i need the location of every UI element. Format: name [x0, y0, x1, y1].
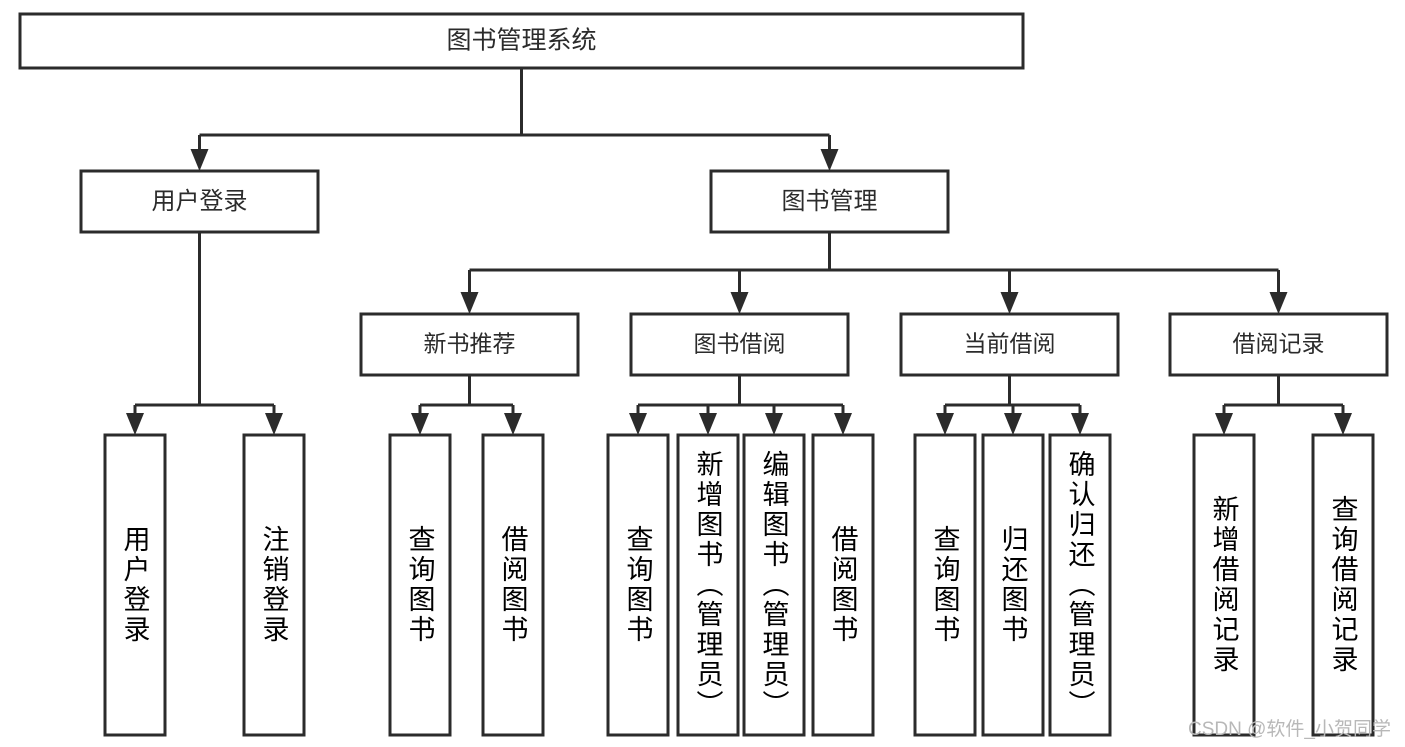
leaf-leaf-add-book-admin[interactable]: 新增图书（管理员）	[676, 433, 740, 737]
node-current-borrow-label: 当前借阅	[964, 331, 1056, 357]
arrow-head-icon	[1000, 292, 1019, 314]
node-book-borrow-rect	[629, 312, 850, 377]
node-borrow-record[interactable]: 借阅记录	[1168, 312, 1389, 377]
leaf-leaf-user-logout-label-wrap: 注销登录	[258, 525, 289, 645]
arrow-head-icon	[765, 413, 783, 435]
leaf-leaf-borrow-book-rec-label-wrap: 借阅图书	[497, 525, 528, 645]
leaf-leaf-add-book-admin-label-wrap: 新增图书（管理员）	[692, 450, 723, 720]
node-root-rect	[18, 12, 1025, 70]
leaf-leaf-return-book-label-wrap: 归还图书	[997, 525, 1028, 645]
leaf-leaf-user-logout-rect	[242, 433, 306, 737]
node-root-label: 图书管理系统	[446, 27, 596, 55]
leaf-leaf-query-borrow-record[interactable]: 查询借阅记录	[1311, 433, 1375, 737]
arrow-head-icon	[629, 413, 647, 435]
node-user-login[interactable]: 用户登录	[79, 169, 320, 234]
arrow-head-icon	[1071, 413, 1089, 435]
arrow-head-icon	[1334, 413, 1352, 435]
leaf-leaf-borrow-book-rec-label: 借阅图书	[497, 525, 528, 645]
leaf-leaf-user-login-rect	[103, 433, 167, 737]
leaf-leaf-user-logout[interactable]: 注销登录	[242, 433, 306, 737]
leaf-leaf-user-login-label: 用户登录	[119, 525, 150, 645]
leaf-leaf-query-book-current-label-wrap: 查询图书	[929, 525, 960, 645]
leaf-leaf-confirm-return[interactable]: 确认归还（管理员）	[1048, 433, 1112, 737]
leaf-leaf-query-book-rec-label: 查询图书	[404, 525, 435, 645]
leaf-leaf-confirm-return-label: 确认归还（管理员）	[1064, 450, 1095, 720]
leaf-leaf-query-borrow-record-label: 查询借阅记录	[1327, 495, 1358, 675]
leaf-leaf-query-book-borrow-rect	[606, 433, 670, 737]
leaf-leaf-query-borrow-record-label-wrap: 查询借阅记录	[1327, 495, 1358, 675]
leaf-leaf-borrow-book[interactable]: 借阅图书	[811, 433, 875, 737]
leaf-leaf-edit-book-admin[interactable]: 编辑图书（管理员）	[742, 433, 806, 737]
node-user-login-label: 用户登录	[152, 188, 248, 215]
leaf-leaf-confirm-return-rect	[1048, 433, 1112, 737]
leaf-leaf-borrow-book-rec[interactable]: 借阅图书	[481, 433, 545, 737]
leaf-leaf-borrow-book-rect	[811, 433, 875, 737]
leaf-leaf-confirm-return-label-wrap: 确认归还（管理员）	[1064, 450, 1095, 720]
leaf-leaf-return-book-rect	[981, 433, 1045, 737]
node-new-book-recommend-rect	[359, 312, 580, 377]
node-user-login-rect	[79, 169, 320, 234]
leaf-leaf-add-book-admin-label: 新增图书（管理员）	[692, 450, 723, 720]
node-book-borrow-label: 图书借阅	[694, 331, 786, 357]
arrow-head-icon	[730, 292, 749, 314]
node-current-borrow[interactable]: 当前借阅	[899, 312, 1120, 377]
leaf-leaf-query-borrow-record-rect	[1311, 433, 1375, 737]
leaf-leaf-query-book-rec-label-wrap: 查询图书	[404, 525, 435, 645]
arrow-head-icon	[936, 413, 954, 435]
arrow-head-icon	[190, 149, 209, 171]
arrow-head-icon	[1215, 413, 1233, 435]
leaf-leaf-add-borrow-record[interactable]: 新增借阅记录	[1192, 433, 1256, 737]
leaf-leaf-add-borrow-record-label-wrap: 新增借阅记录	[1208, 495, 1239, 675]
leaf-leaf-borrow-book-rec-rect	[481, 433, 545, 737]
arrow-head-icon	[126, 413, 144, 435]
leaf-leaf-return-book[interactable]: 归还图书	[981, 433, 1045, 737]
leaf-leaf-return-book-label: 归还图书	[997, 525, 1028, 645]
leaf-leaf-add-book-admin-rect	[676, 433, 740, 737]
arrow-head-icon	[460, 292, 479, 314]
leaf-leaf-query-book-rec-rect	[388, 433, 452, 737]
node-borrow-record-label: 借阅记录	[1233, 331, 1325, 357]
leaf-leaf-add-borrow-record-rect	[1192, 433, 1256, 737]
leaf-leaf-query-book-borrow[interactable]: 查询图书	[606, 433, 670, 737]
leaf-leaf-query-book-current-label: 查询图书	[929, 525, 960, 645]
node-book-manage-label: 图书管理	[782, 188, 878, 215]
leaf-leaf-query-book-current[interactable]: 查询图书	[913, 433, 977, 737]
node-book-borrow[interactable]: 图书借阅	[629, 312, 850, 377]
leaf-leaf-edit-book-admin-rect	[742, 433, 806, 737]
connector-layer	[126, 68, 1352, 435]
arrow-head-icon	[1004, 413, 1022, 435]
node-borrow-record-rect	[1168, 312, 1389, 377]
leaf-leaf-user-login-label-wrap: 用户登录	[119, 525, 150, 645]
arrow-head-icon	[411, 413, 429, 435]
arrow-head-icon	[699, 413, 717, 435]
leaf-leaf-edit-book-admin-label-wrap: 编辑图书（管理员）	[758, 450, 789, 720]
leaf-leaf-query-book-rec[interactable]: 查询图书	[388, 433, 452, 737]
arrow-head-icon	[820, 149, 839, 171]
node-current-borrow-rect	[899, 312, 1120, 377]
leaf-leaf-query-book-current-rect	[913, 433, 977, 737]
leaf-leaf-borrow-book-label: 借阅图书	[827, 525, 858, 645]
node-layer: 图书管理系统用户登录图书管理新书推荐图书借阅当前借阅借阅记录用户登录注销登录查询…	[18, 12, 1389, 737]
arrow-head-icon	[265, 413, 283, 435]
node-root[interactable]: 图书管理系统	[18, 12, 1025, 70]
arrow-head-icon	[504, 413, 522, 435]
node-book-manage[interactable]: 图书管理	[709, 169, 950, 234]
leaf-leaf-user-logout-label: 注销登录	[258, 525, 289, 645]
leaf-leaf-query-book-borrow-label: 查询图书	[622, 525, 653, 645]
leaf-leaf-query-book-borrow-label-wrap: 查询图书	[622, 525, 653, 645]
arrow-head-icon	[834, 413, 852, 435]
leaf-leaf-add-borrow-record-label: 新增借阅记录	[1208, 495, 1239, 675]
leaf-leaf-borrow-book-label-wrap: 借阅图书	[827, 525, 858, 645]
node-new-book-recommend-label: 新书推荐	[424, 331, 516, 357]
leaf-leaf-edit-book-admin-label: 编辑图书（管理员）	[758, 450, 789, 720]
leaf-leaf-user-login[interactable]: 用户登录	[103, 433, 167, 737]
arrow-head-icon	[1269, 292, 1288, 314]
node-new-book-recommend[interactable]: 新书推荐	[359, 312, 580, 377]
node-book-manage-rect	[709, 169, 950, 234]
